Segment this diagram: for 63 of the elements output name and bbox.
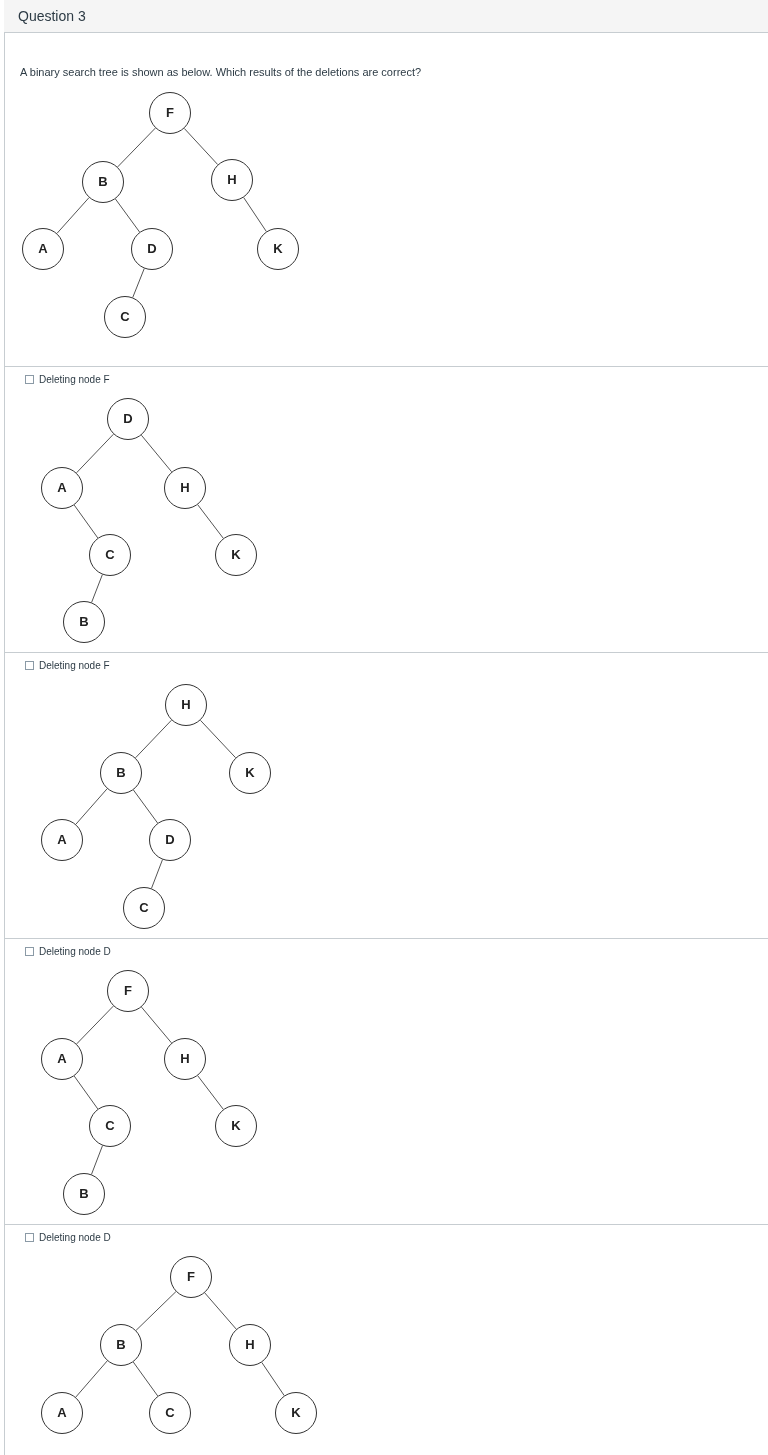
tree-node: B [100, 1324, 142, 1366]
tree-edge [91, 574, 103, 603]
tree-edge [56, 197, 90, 234]
tree-node: F [170, 1256, 212, 1298]
tree-node: K [215, 1105, 257, 1147]
tree-edge [141, 1006, 172, 1044]
tree-node: H [164, 1038, 206, 1080]
tree-edge [132, 789, 159, 824]
tree-edge [132, 268, 145, 298]
tree-node: B [63, 1173, 105, 1215]
tree-edge [114, 198, 141, 233]
tree-edge [76, 1005, 114, 1045]
tree-node: K [275, 1392, 317, 1434]
tree-edge [135, 719, 172, 759]
tree-edge [197, 504, 224, 539]
tree-edge [204, 1292, 237, 1330]
tree-node: H [211, 159, 253, 201]
tree-edge [75, 1360, 108, 1398]
tree-node: C [104, 296, 146, 338]
tree-node: C [89, 534, 131, 576]
tree-node: A [22, 228, 64, 270]
tree-node: D [149, 819, 191, 861]
tree-node: B [82, 161, 124, 203]
option-text: Deleting node D [39, 1231, 111, 1245]
tree-node: A [41, 1392, 83, 1434]
tree-edge [76, 433, 114, 474]
tree-edge [183, 127, 219, 166]
tree-node: F [149, 92, 191, 134]
option-text: Deleting node F [39, 373, 110, 387]
tree-node: K [215, 534, 257, 576]
tree-node: C [89, 1105, 131, 1147]
tree-node: K [257, 228, 299, 270]
tree-edge [261, 1361, 285, 1397]
tree-edge [199, 719, 237, 759]
tree-node: D [107, 398, 149, 440]
tree-node: A [41, 1038, 83, 1080]
tree-node: C [149, 1392, 191, 1434]
tree-edge [135, 1291, 177, 1331]
tree-node: C [123, 887, 165, 929]
tree-edge [117, 127, 156, 168]
tree-node: F [107, 970, 149, 1012]
tree-edge [243, 196, 267, 233]
tree-node: H [165, 684, 207, 726]
tree-node: B [63, 601, 105, 643]
option-text: Deleting node F [39, 659, 110, 673]
tree-edge [197, 1075, 224, 1110]
tree-node: A [41, 819, 83, 861]
tree-edge [91, 1145, 103, 1175]
tree-edge [151, 859, 163, 889]
tree-node: K [229, 752, 271, 794]
tree-edge [132, 1361, 159, 1397]
tree-node: D [131, 228, 173, 270]
tree-node: B [100, 752, 142, 794]
tree-node: H [229, 1324, 271, 1366]
tree-edge [73, 1075, 99, 1110]
question-title: Question 3 [18, 6, 86, 26]
tree-node: A [41, 467, 83, 509]
tree-edge [140, 434, 173, 473]
tree-edge [75, 788, 108, 825]
option-text: Deleting node D [39, 945, 111, 959]
tree-edge [73, 504, 99, 539]
tree-node: H [164, 467, 206, 509]
question-text: A binary search tree is shown as below. Which results of the deletions are correct? [20, 65, 422, 80]
